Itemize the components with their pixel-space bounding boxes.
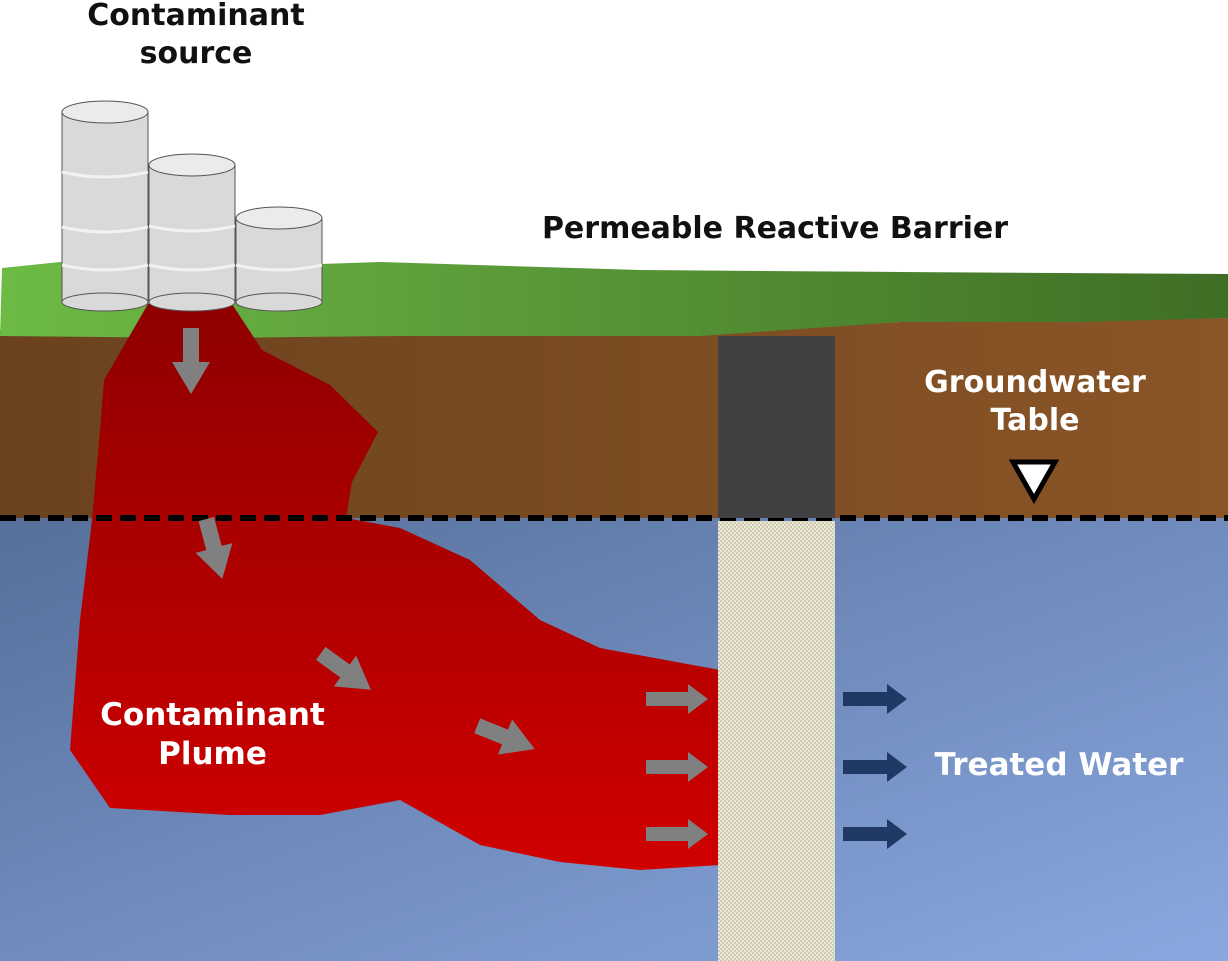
groundwater-label-line-1: Groundwater: [924, 365, 1146, 400]
source-label-line-2: source: [139, 35, 253, 71]
treated-water-label: Treated Water: [934, 747, 1184, 783]
flow-arrow-diagonal-3: [474, 718, 535, 755]
groundwater-label-line-2: Table: [990, 402, 1080, 438]
treated-arrow-2: [843, 752, 907, 782]
drum-large: [61, 100, 149, 312]
flow-arrow-right-2: [646, 752, 708, 782]
barrier-label: Permeable Reactive Barrier: [541, 211, 1009, 246]
plume-flow-arrows: [172, 328, 708, 849]
flow-arrow-diagonal-1: [195, 516, 233, 579]
groundwater-table-label: Groundwater Table: [900, 364, 1170, 439]
flow-arrow-right-1: [646, 684, 708, 714]
water-table-triangle-icon: [1008, 459, 1060, 505]
source-label-line-1: Contaminant: [87, 0, 305, 33]
plume-label-line-2: Plume: [158, 735, 267, 772]
plume-label-line-1: Contaminant: [100, 697, 325, 733]
treated-arrow-3: [843, 819, 907, 849]
contaminant-plume-label: Contaminant Plume: [80, 696, 345, 774]
storage-drum-icon: [61, 100, 323, 312]
drum-small: [235, 206, 323, 312]
treated-flow-arrows: [843, 684, 907, 849]
contaminant-plume: [70, 304, 720, 870]
contaminant-source-label: Contaminant source: [70, 0, 322, 72]
permeable-reactive-barrier: [718, 521, 835, 961]
barrier-cap: [718, 336, 835, 518]
flow-arrow-diagonal-2: [316, 646, 371, 690]
flow-arrow-right-3: [646, 819, 708, 849]
treated-arrow-1: [843, 684, 907, 714]
drum-medium: [148, 153, 236, 312]
flow-arrow-down: [172, 328, 210, 394]
